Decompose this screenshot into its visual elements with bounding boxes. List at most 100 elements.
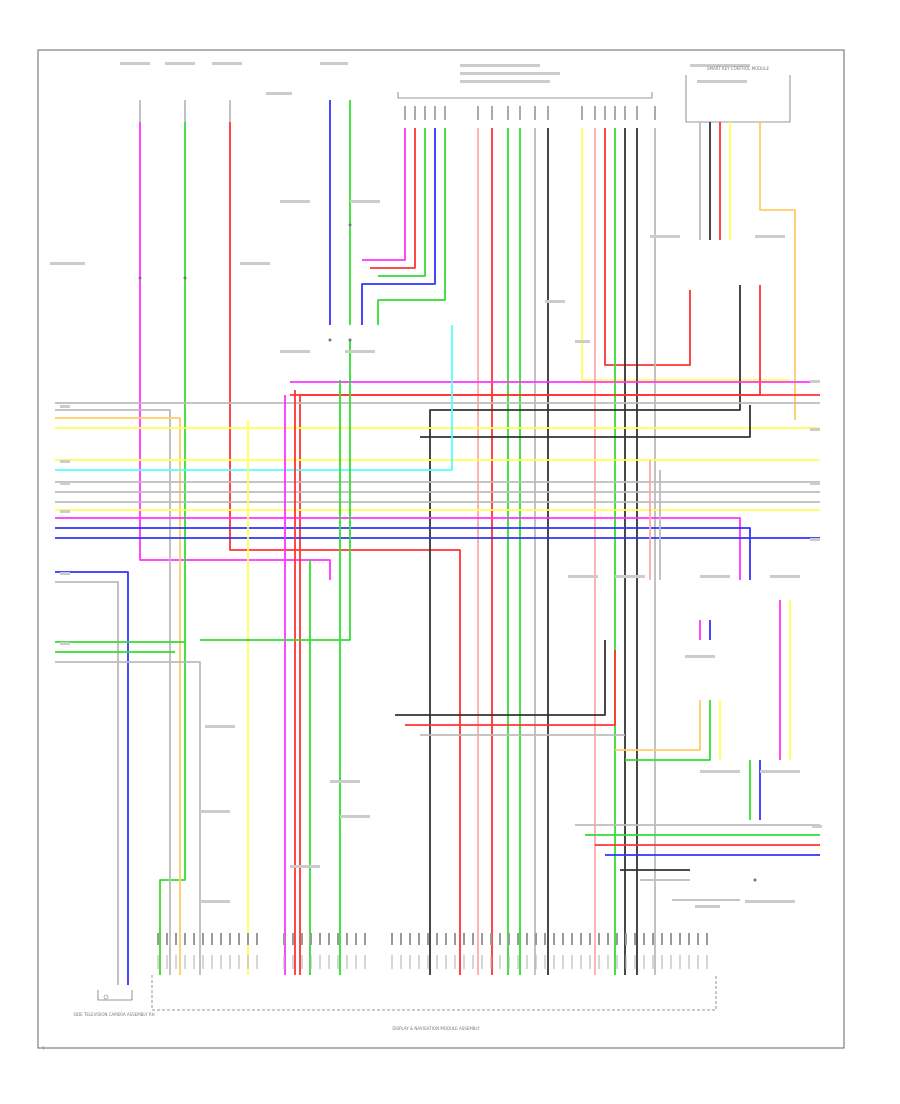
unreadable-label-mark — [545, 300, 565, 303]
unreadable-label-mark — [200, 900, 230, 903]
unreadable-label-mark — [697, 80, 747, 83]
module-pin-mark — [661, 933, 663, 945]
top-connector-pin-mark — [654, 106, 656, 120]
unreadable-label-mark — [810, 482, 820, 485]
unreadable-label-mark — [685, 655, 715, 658]
module-pin-label-mark — [238, 955, 240, 969]
unreadable-label-mark — [320, 62, 348, 65]
unreadable-label-mark — [205, 725, 235, 728]
top-connector-pin-mark — [614, 106, 616, 120]
module-pin-label-mark — [490, 955, 492, 969]
top-connector-pin-mark — [519, 106, 521, 120]
main-module-bracket — [151, 975, 717, 1011]
module-pin-mark — [562, 933, 564, 945]
wire-blue-8 — [361, 128, 436, 325]
diagram-border — [37, 49, 845, 1049]
splice-dot — [348, 223, 352, 227]
wire-green-9 — [377, 128, 446, 325]
unreadable-label-mark — [460, 72, 560, 75]
module-pin-mark — [193, 933, 195, 945]
module-pin-label-mark — [409, 955, 411, 969]
module-pin-label-mark — [688, 955, 690, 969]
wire-green-1 — [159, 122, 186, 975]
unreadable-label-mark — [60, 482, 70, 485]
module-pin-label-mark — [544, 955, 546, 969]
unreadable-label-mark — [120, 62, 150, 65]
module-pin-label-mark — [589, 955, 591, 969]
unreadable-label-mark — [60, 642, 70, 645]
module-pin-mark — [706, 933, 708, 945]
module-pin-mark — [634, 933, 636, 945]
module-pin-label-mark — [166, 955, 168, 969]
wire-cyan-38 — [55, 325, 453, 471]
wire-magenta-0 — [139, 122, 331, 580]
unreadable-label-mark — [280, 200, 310, 203]
module-pin-label-mark — [463, 955, 465, 969]
module-pin-label-mark — [697, 955, 699, 969]
top-connector-pin-mark — [604, 106, 606, 120]
unreadable-label-mark — [700, 770, 740, 773]
unreadable-label-mark — [615, 575, 645, 578]
module-pin-label-mark — [193, 955, 195, 969]
splice-dot — [753, 878, 757, 882]
unreadable-label-mark — [575, 340, 590, 343]
module-pin-mark — [526, 933, 528, 945]
module-pin-mark — [301, 933, 303, 945]
module-pin-label-mark — [571, 955, 573, 969]
module-pin-label-mark — [184, 955, 186, 969]
module-pin-label-mark — [553, 955, 555, 969]
module-pin-label-mark — [391, 955, 393, 969]
module-pin-label-mark — [292, 955, 294, 969]
module-pin-mark — [571, 933, 573, 945]
unreadable-label-mark — [165, 62, 195, 65]
module-pin-mark — [688, 933, 690, 945]
module-pin-mark — [598, 933, 600, 945]
module-pin-label-mark — [364, 955, 366, 969]
wire-orange-34 — [55, 417, 181, 975]
module-pin-label-mark — [445, 955, 447, 969]
unreadable-label-mark — [810, 538, 820, 541]
unreadable-label-mark — [60, 572, 70, 575]
unreadable-label-mark — [330, 780, 360, 783]
top-connector-bracket — [397, 92, 653, 99]
unreadable-label-mark — [690, 64, 750, 67]
module-pin-mark — [175, 933, 177, 945]
module-pin-label-mark — [481, 955, 483, 969]
wire-green-61 — [625, 700, 711, 761]
smart-key-module-bracket — [685, 75, 791, 123]
unreadable-label-mark — [810, 380, 820, 383]
unreadable-label-mark — [290, 865, 320, 868]
module-pin-mark — [643, 933, 645, 945]
wire-orange-60 — [615, 700, 701, 751]
module-pin-mark — [355, 933, 357, 945]
wire-magenta-5 — [362, 128, 406, 261]
module-pin-label-mark — [562, 955, 564, 969]
wire-gray-33 — [55, 409, 171, 975]
splice-dot — [348, 338, 352, 342]
wire-blue-46 — [55, 571, 129, 985]
top-connector-pin-mark — [414, 106, 416, 120]
wire-group — [55, 100, 820, 985]
unreadable-label-mark — [240, 262, 270, 265]
module-pin-mark — [607, 933, 609, 945]
module-pin-label-mark — [535, 955, 537, 969]
camera-assembly-label: SIDE TELEVISION CAMERA ASSEMBLY RH — [73, 1012, 154, 1017]
module-pin-mark — [490, 933, 492, 945]
module-pin-mark — [436, 933, 438, 945]
unreadable-label-mark — [760, 770, 800, 773]
module-pin-label-mark — [337, 955, 339, 969]
unreadable-label-mark — [650, 235, 680, 238]
wire-red-18 — [604, 128, 691, 366]
wire-gray-47 — [55, 581, 119, 985]
module-pin-label-mark — [319, 955, 321, 969]
module-pin-label-mark — [310, 955, 312, 969]
module-pin-mark — [580, 933, 582, 945]
module-pin-label-mark — [346, 955, 348, 969]
unreadable-label-mark — [810, 428, 820, 431]
module-pin-mark — [427, 933, 429, 945]
module-pin-label-mark — [607, 955, 609, 969]
wire-black-36 — [420, 405, 751, 438]
top-connector-pin-mark — [444, 106, 446, 120]
unreadable-label-mark — [212, 62, 242, 65]
